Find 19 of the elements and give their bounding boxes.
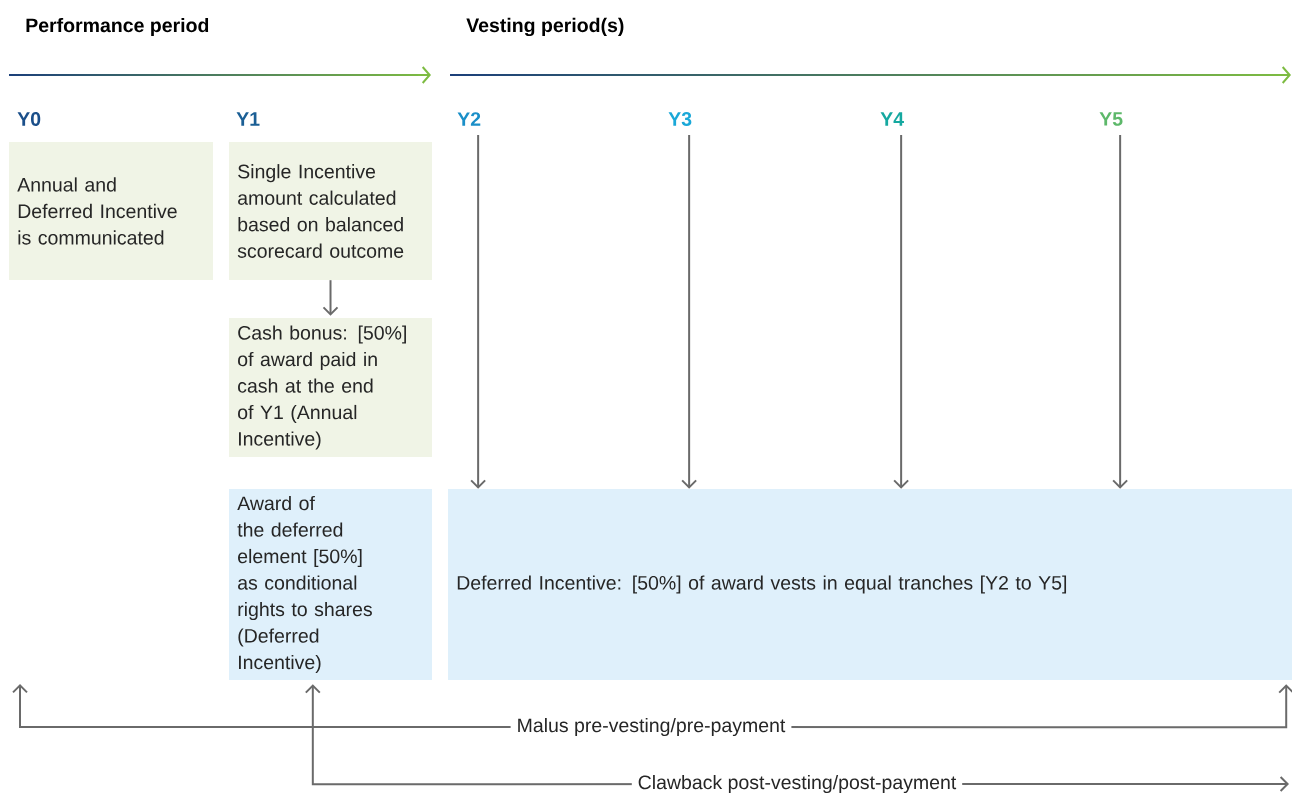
text-box: Cash bonus: [50%] of award paid in cash at the end of Y1 (Annual Incentive) bbox=[229, 318, 432, 457]
arrow bbox=[681, 134, 698, 489]
text-box: Award of the deferred element [50%] as conditional rights to shares (Deferred Incentive) bbox=[229, 489, 432, 680]
arrow bbox=[322, 279, 339, 316]
arrow bbox=[470, 134, 487, 489]
text-box: Annual and Deferred Incentive is communicated bbox=[9, 142, 213, 280]
year-label: Y4 bbox=[880, 112, 904, 126]
year-label: Y2 bbox=[457, 112, 481, 126]
arrow bbox=[1112, 134, 1129, 489]
section-heading: Vesting period(s) bbox=[466, 17, 624, 37]
text-box: Single Incentive amount calculated based on balanced scorecard outcome bbox=[229, 142, 432, 280]
edge-label: Malus pre-vesting/pre-payment bbox=[510, 716, 792, 738]
year-label: Y1 bbox=[236, 112, 260, 126]
arrow bbox=[893, 133, 910, 489]
section-heading: Performance period bbox=[26, 17, 209, 37]
year-label: Y3 bbox=[668, 112, 692, 126]
text-box: Deferred Incentive: [50%] of award vests in equal tranches [Y2 to Y5] bbox=[448, 489, 1292, 680]
edge-label: Clawback post-vesting/post-payment bbox=[631, 773, 963, 794]
year-label: Y5 bbox=[1099, 112, 1123, 126]
